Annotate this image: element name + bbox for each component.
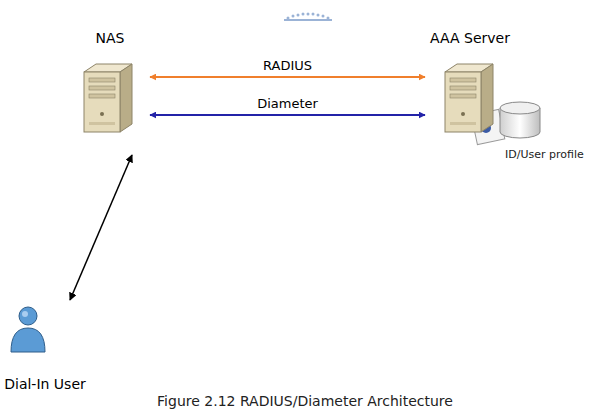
server-node: AAA Server — [425, 30, 515, 140]
node-icon — [80, 62, 136, 138]
user-icon — [8, 304, 48, 354]
server-icon — [441, 62, 497, 134]
node-label: Dial-In User — [0, 376, 110, 392]
figure-caption: Figure 2.12 RADIUS/Diameter Architecture — [0, 393, 610, 409]
database-cylinder — [500, 102, 540, 138]
connector-arrow — [70, 155, 132, 300]
store-label: ID/User profile — [505, 148, 584, 161]
connector-arrow — [150, 76, 425, 78]
node-icon — [441, 62, 497, 138]
server-icon — [80, 62, 136, 134]
server-node: NAS — [70, 30, 150, 155]
node-label: NAS — [50, 30, 170, 46]
protocol-label: RADIUS — [263, 58, 312, 73]
connector-arrow — [150, 114, 425, 116]
node-label: AAA Server — [405, 30, 535, 46]
node-icon — [8, 304, 48, 358]
protocol-label: Diameter — [257, 96, 318, 111]
user-node: Dial-In User — [0, 300, 90, 392]
top-watermark — [284, 13, 332, 22]
